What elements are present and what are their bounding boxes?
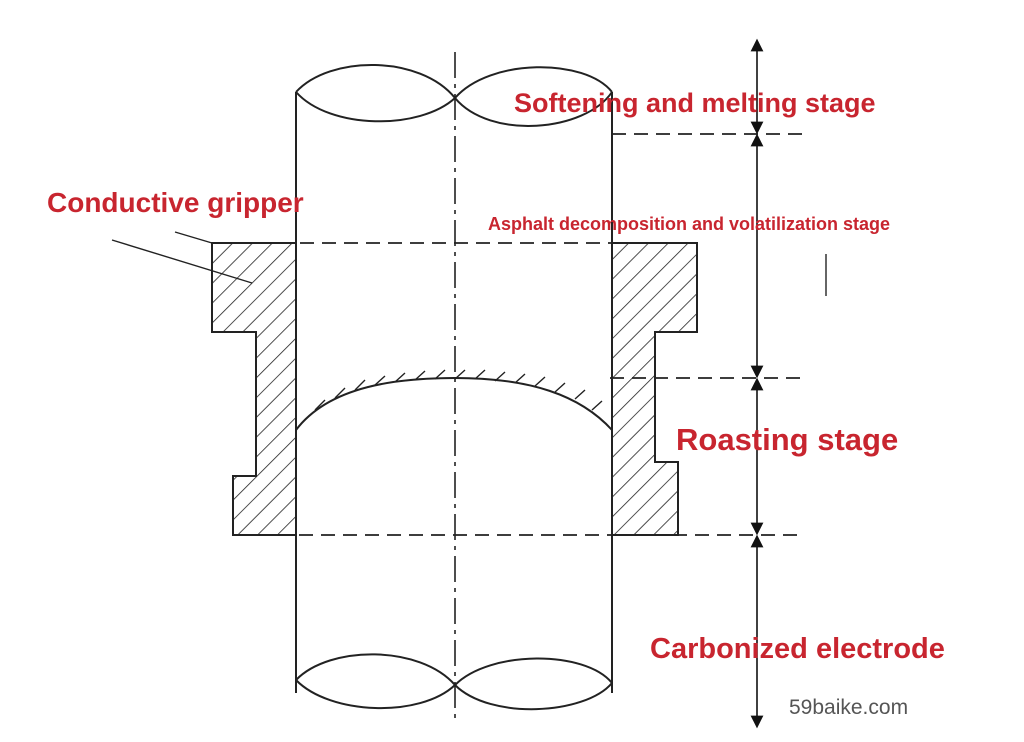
roasting-front-curve — [295, 369, 613, 431]
right-gripper-section — [611, 242, 698, 536]
asphalt-stage-label: Asphalt decomposition and volatilization… — [488, 214, 891, 234]
gripper-leader-line — [111, 231, 253, 284]
stage-boundary-lines — [212, 133, 805, 536]
left-gripper-section — [211, 242, 297, 536]
roasting-stage-label: Roasting stage — [676, 422, 899, 457]
electrode-cylinder — [295, 64, 613, 711]
watermark: 59baike.com — [789, 696, 909, 719]
conductive-gripper-label: Conductive gripper — [47, 187, 304, 218]
softening-stage-label: Softening and melting stage — [514, 88, 876, 118]
carbonized-electrode-label: Carbonized electrode — [650, 633, 945, 665]
